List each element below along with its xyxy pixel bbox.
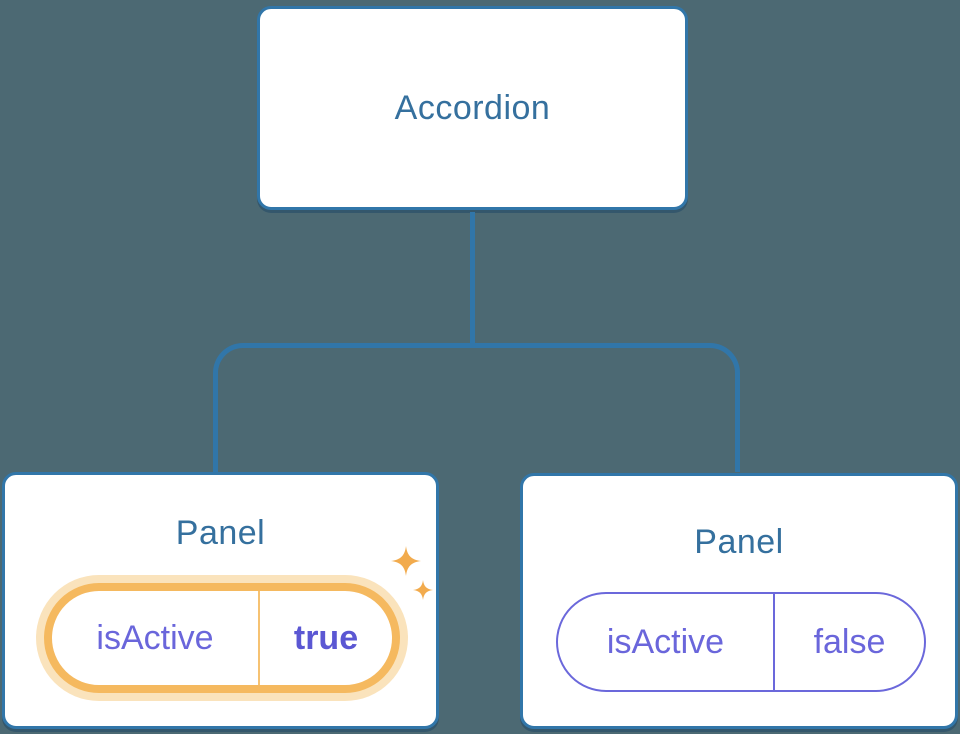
state-value-cell: false: [775, 594, 924, 690]
sparkles-icon: [391, 546, 421, 576]
state-value-label: false: [813, 622, 886, 661]
accordion-node: Accordion: [257, 6, 688, 210]
tree-connector-stem: [470, 212, 475, 346]
pill-divider: [773, 594, 775, 690]
pill-divider: [258, 591, 260, 685]
panel-node-active: Panel isActive true: [2, 472, 439, 729]
state-pill-inactive: isActive false: [556, 592, 926, 692]
state-key-cell: isActive: [558, 594, 773, 690]
state-key-label: isActive: [96, 618, 214, 657]
state-key-cell: isActive: [52, 591, 258, 685]
state-pill-active: isActive true: [44, 583, 400, 693]
state-value-label: true: [293, 618, 359, 657]
tree-connector-branch: [213, 343, 740, 472]
accordion-node-label: Accordion: [394, 88, 551, 127]
state-value-cell: true: [260, 591, 392, 685]
panel-node-label: Panel: [694, 523, 784, 561]
state-key-label: isActive: [606, 622, 725, 661]
sparkles-icon: [413, 580, 433, 600]
panel-node-inactive: Panel isActive false: [520, 473, 958, 729]
panel-node-label: Panel: [175, 514, 266, 552]
